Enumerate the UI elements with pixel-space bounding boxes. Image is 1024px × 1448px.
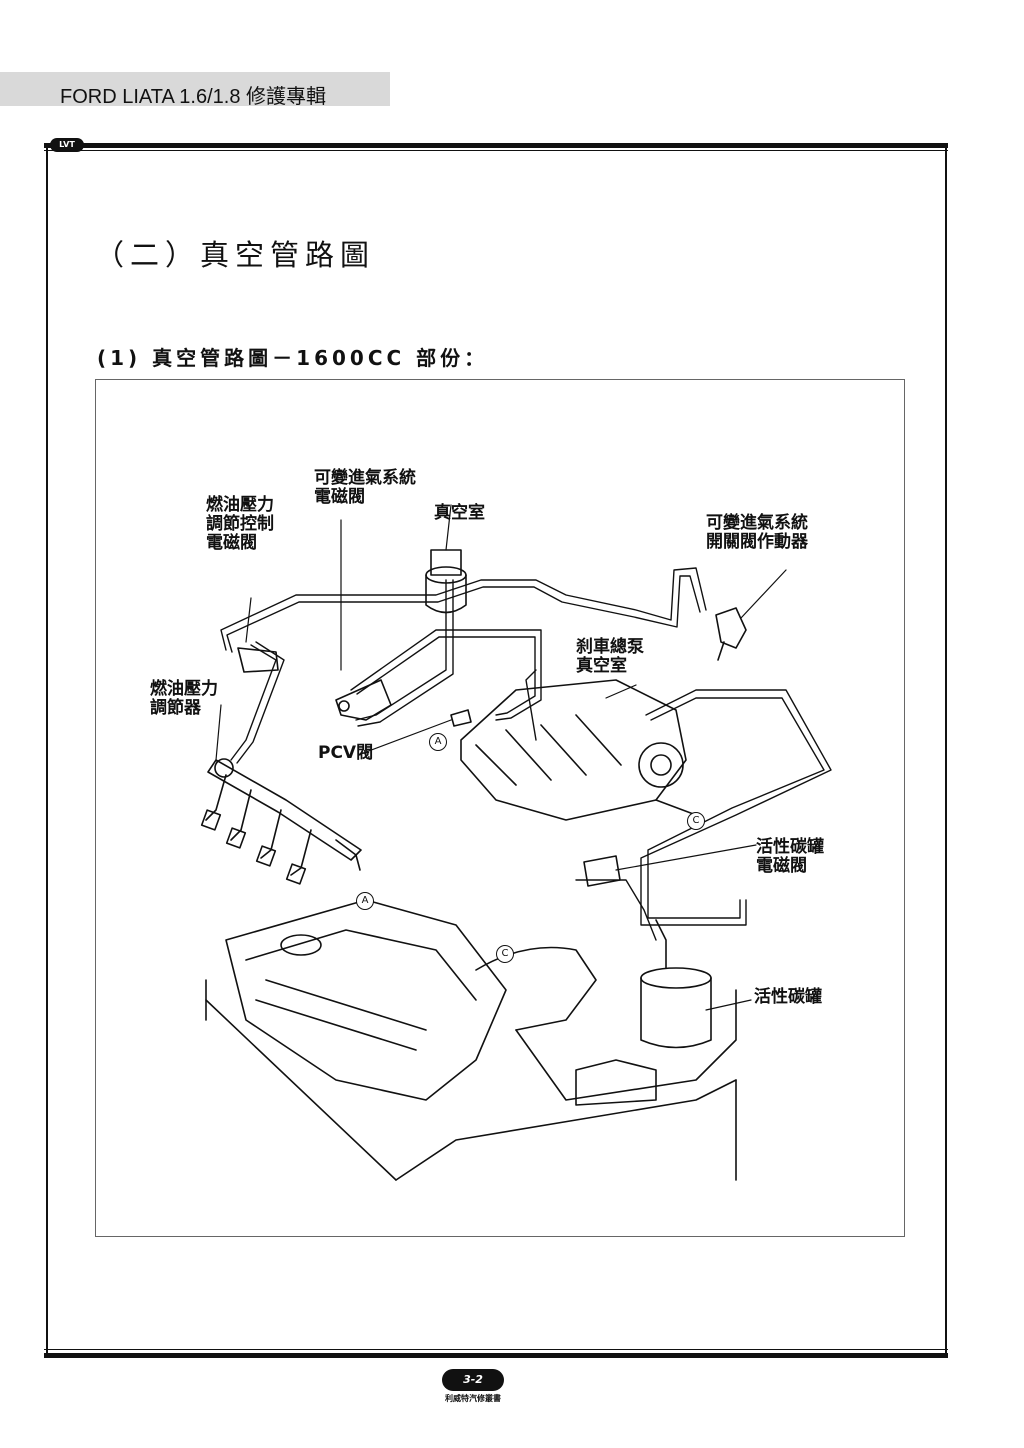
label-variable-intake-actuator: 可變進氣系統 開關閥作動器	[706, 513, 808, 552]
label-canister: 活性碳罐	[754, 987, 822, 1007]
diagram-drawing	[200, 504, 832, 1181]
marker-a-upper: A	[429, 733, 447, 751]
marker-c-lower: C	[496, 945, 514, 963]
page-number: 3-2	[442, 1369, 504, 1391]
header-band	[0, 72, 390, 106]
label-pcv-valve: PCV閥	[318, 743, 374, 763]
engine-bay	[205, 899, 737, 1181]
label-vacuum-chamber: 真空室	[434, 503, 485, 523]
leader-lines	[215, 504, 787, 1011]
intake-manifold	[460, 679, 697, 821]
subsection-title: (1) 真空管路圖－1600CC 部份：	[97, 346, 489, 370]
top-rule	[44, 143, 948, 148]
top-rule-thin	[44, 150, 948, 151]
label-fuel-pressure-regulator: 燃油壓力 調節器	[150, 679, 218, 718]
marker-a-lower: A	[356, 892, 374, 910]
vacuum-hose-diagram: 燃油壓力 調節控制 電磁閥 可變進氣系統 電磁閥 真空室 可變進氣系統 開關閥作…	[95, 379, 905, 1237]
label-variable-intake-solenoid: 可變進氣系統 電磁閥	[314, 468, 416, 507]
marker-c-upper: C	[687, 812, 705, 830]
bottom-rule-thin	[44, 1349, 948, 1350]
bottom-rule	[44, 1353, 948, 1358]
components	[237, 549, 747, 1049]
frame-right-border	[945, 146, 947, 1358]
document-header-title: FORD LIATA 1.6/1.8 修護專輯	[60, 86, 326, 108]
vacuum-hoses	[220, 567, 832, 941]
publisher-logo: LVT	[50, 138, 84, 152]
frame-left-border	[46, 146, 48, 1358]
section-title: （二）真空管路圖	[95, 238, 376, 272]
fuel-rail-and-injectors	[200, 758, 362, 885]
publisher-name: 利威特汽修叢書	[445, 1394, 501, 1403]
label-canister-solenoid: 活性碳罐 電磁閥	[756, 837, 824, 876]
label-brake-master-vacuum: 刹車總泵 真空室	[576, 637, 644, 676]
label-fuel-pressure-control-solenoid: 燃油壓力 調節控制 電磁閥	[206, 495, 274, 553]
